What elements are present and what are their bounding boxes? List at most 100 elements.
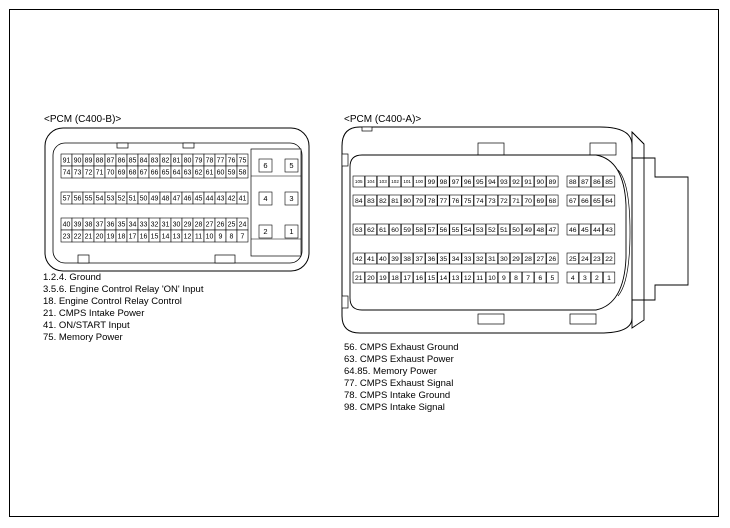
svg-text:96: 96 [464,179,472,186]
svg-text:44: 44 [206,196,214,203]
svg-text:46: 46 [184,196,192,203]
pin-15: 15 [148,229,161,243]
svg-text:10: 10 [206,234,214,241]
svg-text:19: 19 [379,275,387,282]
svg-text:48: 48 [536,227,544,234]
pin-27: 27 [534,252,547,265]
svg-text:5: 5 [289,161,293,170]
svg-text:78: 78 [206,158,214,165]
pin-1: 1 [602,271,616,284]
pin-12: 12 [181,229,194,243]
pin-48: 48 [534,223,547,236]
svg-text:25: 25 [228,222,236,229]
svg-text:40: 40 [379,256,387,263]
svg-text:49: 49 [524,227,532,234]
pin-57: 57 [425,223,438,236]
svg-text:6: 6 [263,161,267,170]
svg-text:46: 46 [569,227,577,234]
pin-46: 46 [566,223,579,236]
svg-text:58: 58 [415,227,423,234]
pin-49: 49 [148,191,161,205]
svg-text:81: 81 [173,158,181,165]
svg-text:14: 14 [440,275,448,282]
pin-44: 44 [203,191,216,205]
pin-50: 50 [509,223,523,236]
pin-63: 63 [181,165,194,179]
pin-63: 63 [352,223,365,236]
pin-3: 3 [578,271,591,284]
svg-text:30: 30 [500,256,508,263]
legend-item: 1.2.4. Ground [43,272,102,283]
svg-text:18: 18 [118,234,126,241]
pin-58: 58 [413,223,426,236]
pin-52: 52 [115,191,128,205]
svg-text:53: 53 [107,196,115,203]
pin-56: 56 [437,223,450,236]
pin-14: 14 [159,229,172,243]
pin-15: 15 [425,271,438,284]
svg-text:29: 29 [184,222,192,229]
svg-text:7: 7 [526,275,530,282]
svg-text:53: 53 [476,227,484,234]
svg-text:50: 50 [140,196,148,203]
svg-text:7: 7 [241,234,245,241]
svg-text:86: 86 [118,158,126,165]
pin-11: 11 [192,229,205,243]
svg-text:13: 13 [173,234,181,241]
svg-text:69: 69 [118,170,126,177]
pin-40: 40 [376,252,390,265]
pin-16: 16 [137,229,150,243]
pin-102: 102 [388,175,402,188]
connector-a-title: <PCM (C400-A)> [344,114,422,125]
pin-31: 31 [485,252,498,265]
svg-text:91: 91 [63,158,71,165]
pin-12: 12 [461,271,474,284]
pin-19: 19 [104,229,117,243]
pin-98: 98 [437,175,450,188]
pin-79: 79 [192,153,205,167]
connector-b-title: <PCM (C400-B)> [44,114,122,125]
svg-text:24: 24 [239,222,247,229]
pin-58: 58 [236,165,249,179]
svg-text:41: 41 [367,256,375,263]
pin-59: 59 [225,165,238,179]
svg-text:62: 62 [195,170,203,177]
pin-65: 65 [590,194,604,207]
pin-28: 28 [522,252,535,265]
svg-text:2: 2 [595,275,599,282]
svg-text:57: 57 [428,227,436,234]
pin-90: 90 [534,175,547,188]
svg-text:51: 51 [500,227,508,234]
pin-42: 42 [225,191,238,205]
svg-text:68: 68 [129,170,137,177]
svg-text:11: 11 [195,234,202,241]
pin-27: 27 [203,217,216,231]
svg-text:30: 30 [173,222,181,229]
pin-97: 97 [449,175,462,188]
svg-text:66: 66 [151,170,159,177]
svg-text:74: 74 [476,198,484,205]
pin-13: 13 [449,271,462,284]
svg-text:89: 89 [549,179,557,186]
pin-60: 60 [214,165,227,179]
pin-88: 88 [93,153,106,167]
pin-99: 99 [425,175,438,188]
pin-64: 64 [170,165,183,179]
pin-47: 47 [170,191,183,205]
pin-84: 84 [137,153,150,167]
pin-100: 100 [413,175,426,188]
pin-42: 42 [352,252,365,265]
svg-text:34: 34 [129,222,137,229]
pin-66: 66 [578,194,591,207]
svg-text:37: 37 [415,256,423,263]
pin-81: 81 [170,153,183,167]
svg-text:70: 70 [524,198,532,205]
svg-text:85: 85 [605,179,613,186]
pin-56: 56 [71,191,84,205]
svg-text:26: 26 [549,256,557,263]
pin-5: 5 [284,158,299,173]
svg-text:31: 31 [162,222,170,229]
pin-34: 34 [449,252,462,265]
svg-text:65: 65 [162,170,170,177]
pin-24: 24 [578,252,591,265]
